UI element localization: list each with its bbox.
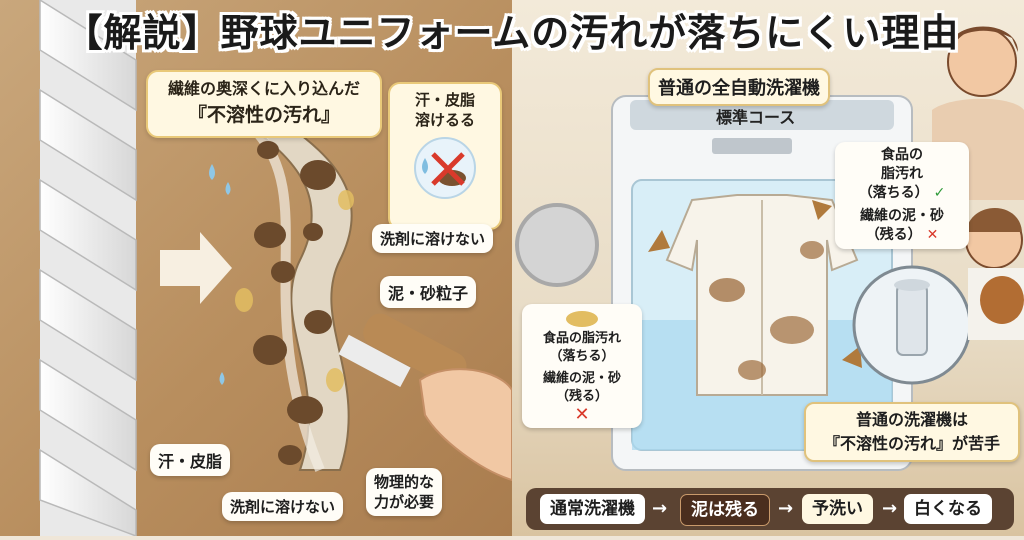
dissolve-cross-icon <box>414 137 476 199</box>
flow-arrow-icon: → <box>778 498 794 519</box>
page-title: 【解説】野球ユニフォームの汚れが落ちにくい理由 <box>64 11 960 55</box>
cross-icon: ✕ <box>926 227 939 243</box>
not-dissolve-label-top: 洗剤に溶けない <box>372 224 494 253</box>
flow-step-becomes-white: 白くなる <box>904 494 992 524</box>
flow-step-mud-remains: 泥は残る <box>680 494 770 526</box>
background-washer-icon <box>515 203 599 287</box>
machine-weakness-note: 普通の洗濯機は 『不溶性の汚れ』が苦手 <box>804 402 1020 462</box>
course-label: 標準コース <box>716 108 796 127</box>
glove-icon <box>980 276 1024 324</box>
sad-child-icon <box>965 208 1024 340</box>
insoluble-dirt-heading: 繊維の奥深くに入り込んだ 『不溶性の汚れ』 <box>146 70 382 138</box>
worried-mother-icon <box>932 26 1024 200</box>
fiber-illustration <box>39 0 513 538</box>
grease-mud-box-right: 食品の 脂汚れ （落ちる） ✓ 繊維の泥・砂 （残る） ✕ <box>835 142 969 249</box>
physical-force-label: 物理的な 力が必要 <box>366 468 443 516</box>
flow-step-normal-wash: 通常洗濯機 <box>540 494 645 524</box>
sweat-sebum-label: 汗・皮脂 <box>150 444 231 476</box>
flow-arrow-icon: → <box>882 498 898 519</box>
cross-icon: ✕ <box>574 404 590 425</box>
check-icon: ✓ <box>933 185 946 201</box>
water-drops-icon <box>209 164 231 385</box>
not-dissolve-label-bottom: 洗剤に溶けない <box>222 492 344 521</box>
dirty-fiber-icon <box>235 119 354 472</box>
hand-icon <box>418 368 513 482</box>
grease-drop-icon <box>530 308 634 330</box>
clean-rope-icon <box>39 0 137 538</box>
dirty-uniform-icon <box>665 194 859 396</box>
arrow-right-icon <box>160 232 232 304</box>
pulsator-zoom-icon <box>852 265 972 385</box>
flow-step-prewash: 予洗い <box>802 494 873 524</box>
machine-heading: 普通の全自動洗濯機 <box>648 68 830 106</box>
sweat-sebum-bubble: 汗・皮脂 溶けるる <box>388 82 502 230</box>
mud-particle-label: 泥・砂粒子 <box>380 276 477 308</box>
brush-icon <box>338 313 467 388</box>
grease-mud-box-left: 食品の脂汚れ （落ちる） 繊維の泥・砂 （残る） ✕ <box>522 304 642 428</box>
flow-arrow-icon: → <box>652 498 668 519</box>
rotation-arrows-icon <box>648 200 862 368</box>
